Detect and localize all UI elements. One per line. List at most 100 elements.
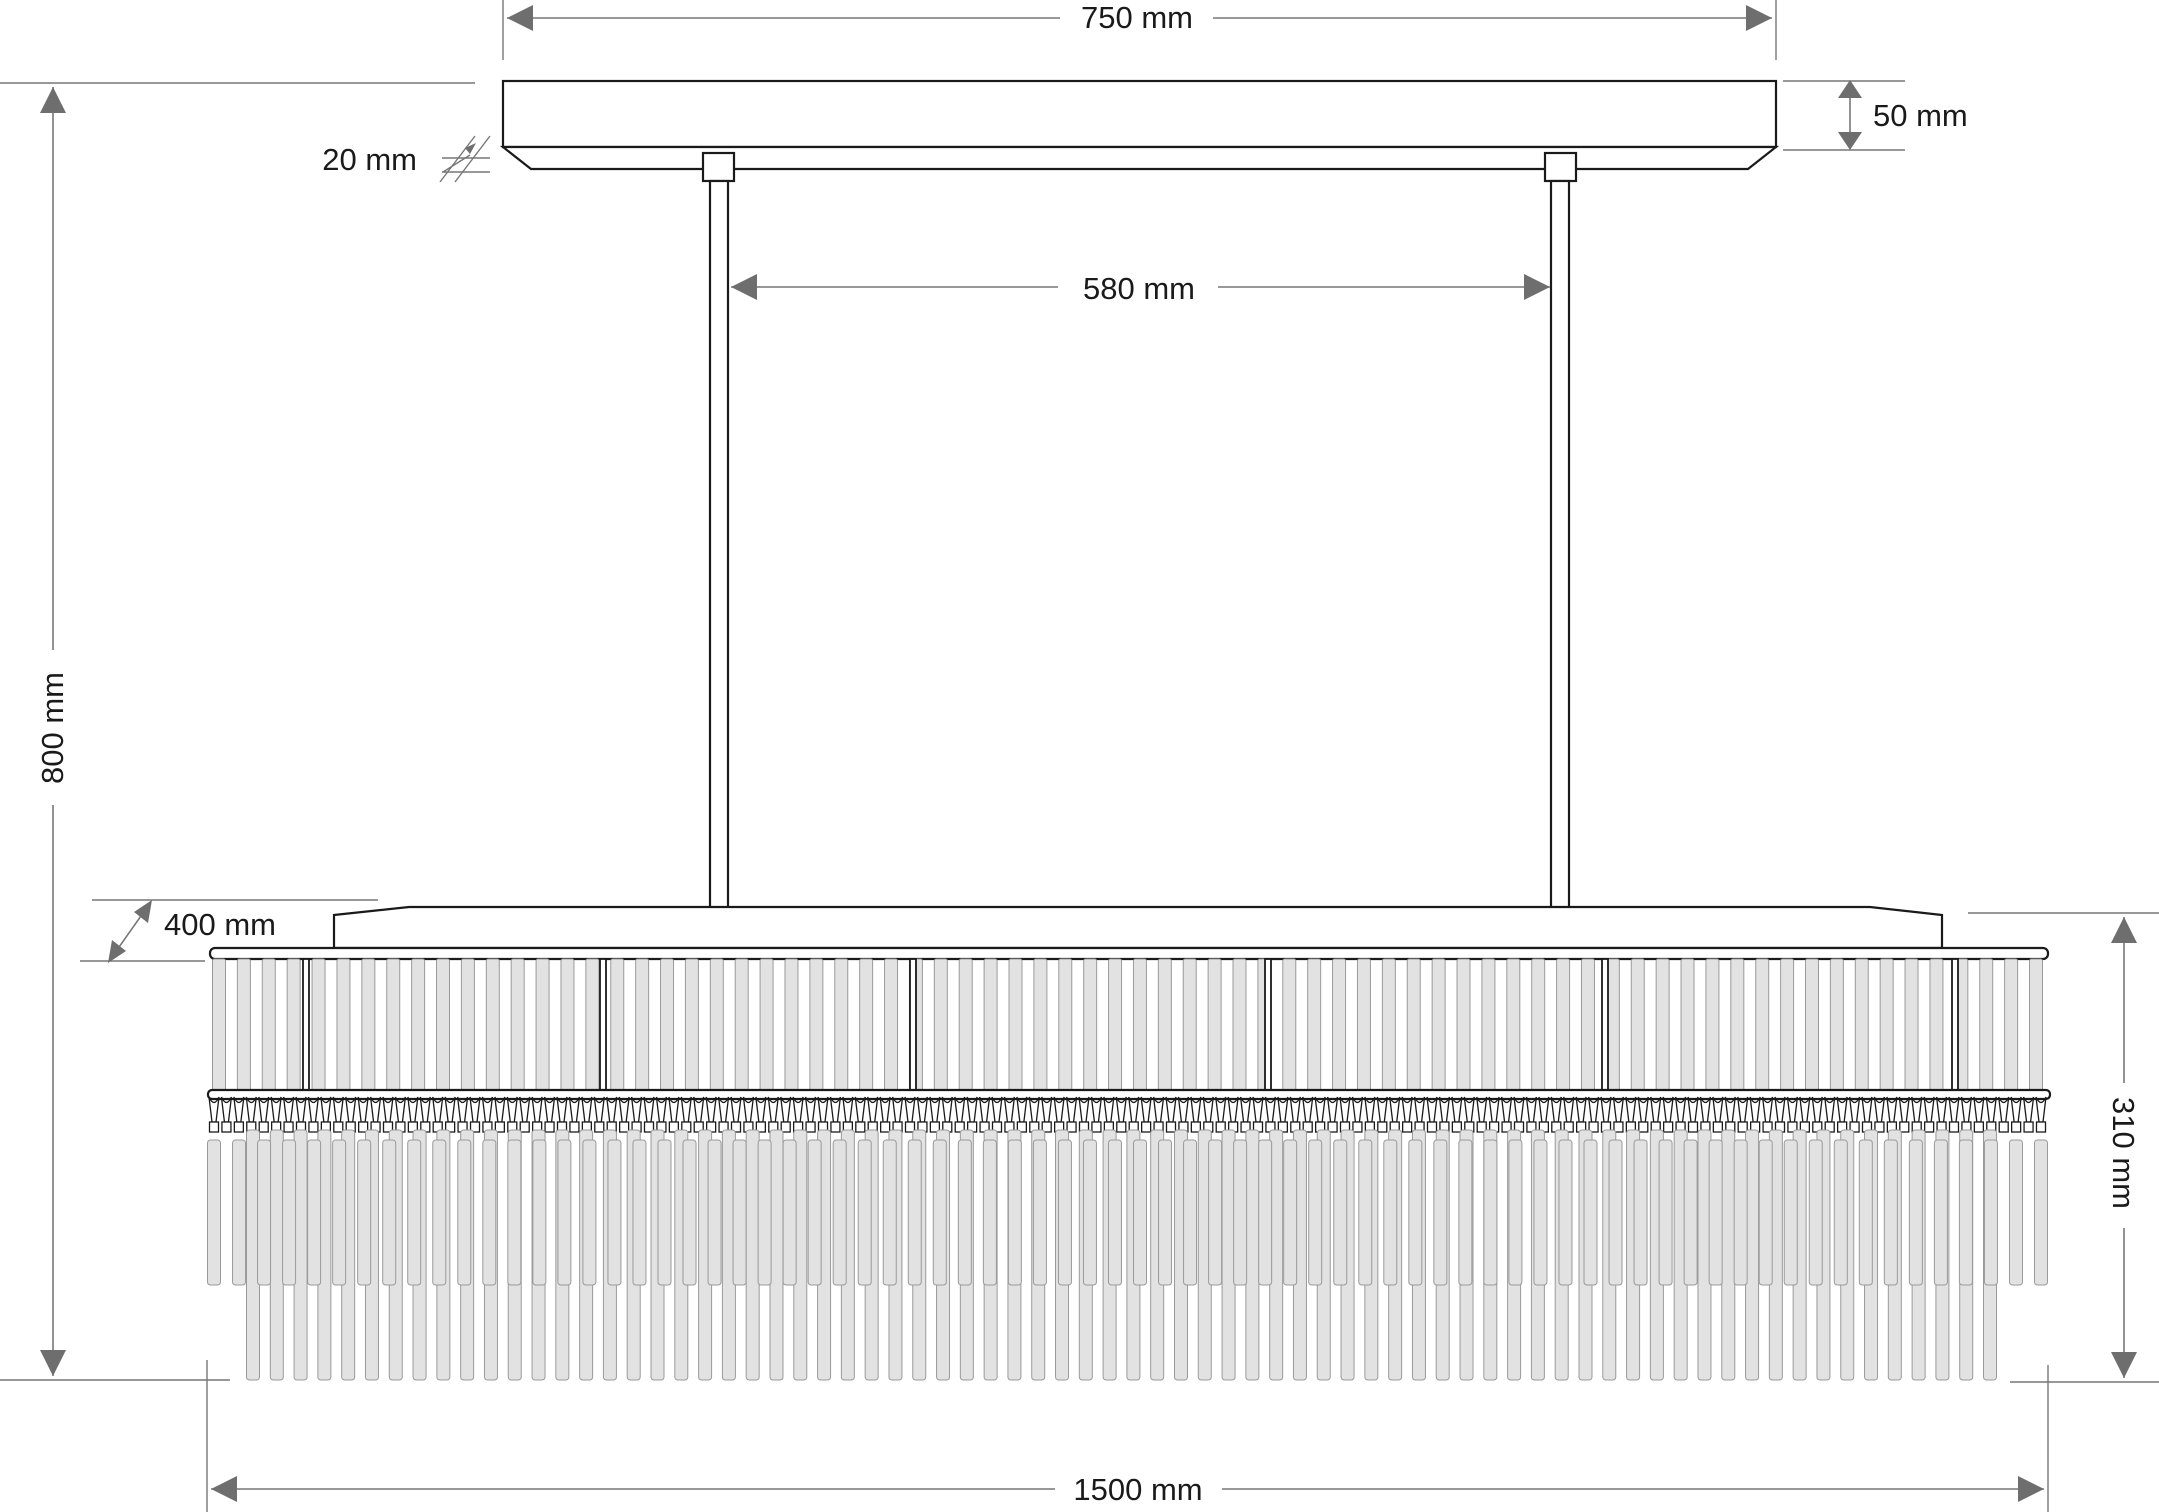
frame-post bbox=[1264, 958, 1272, 1092]
crystal-hook bbox=[1935, 1096, 1948, 1133]
hook-shape bbox=[1103, 1096, 1115, 1123]
upper-glass-rod bbox=[311, 958, 326, 1092]
hook-shape bbox=[1911, 1096, 1923, 1123]
upper-glass-rod bbox=[2004, 958, 2019, 1092]
hook-shape bbox=[556, 1096, 568, 1123]
lower-glass-rod-short bbox=[582, 1139, 597, 1286]
hook-shape bbox=[1935, 1096, 1948, 1123]
hook-shape bbox=[1289, 1096, 1301, 1123]
lower-glass-rod-short bbox=[1383, 1139, 1398, 1286]
lower-glass-rod-short bbox=[1057, 1139, 1072, 1286]
lower-glass-rod-short bbox=[1258, 1139, 1273, 1286]
hook-cap bbox=[494, 1121, 506, 1133]
hook-shape bbox=[307, 1096, 320, 1123]
crystal-hook bbox=[929, 1096, 941, 1133]
hook-cap bbox=[208, 1121, 220, 1133]
hook-shape bbox=[1239, 1096, 1252, 1123]
lower-glass-rod-short bbox=[1883, 1139, 1898, 1286]
crystal-hook bbox=[1003, 1096, 1016, 1133]
lower-glass-rod-short bbox=[1733, 1139, 1748, 1286]
crystal-hook bbox=[1438, 1096, 1451, 1133]
upper-glass-rod bbox=[1630, 958, 1645, 1092]
crystal-hook bbox=[1451, 1096, 1463, 1133]
lower-glass-rod-short bbox=[1107, 1139, 1122, 1286]
hook-cap bbox=[1998, 1121, 2009, 1133]
upper-glass-rod bbox=[1381, 958, 1396, 1092]
crystal-hook bbox=[1190, 1096, 1202, 1133]
crystal-hook bbox=[891, 1096, 904, 1133]
hook-shape bbox=[1538, 1096, 1550, 1123]
hook-shape bbox=[929, 1096, 941, 1123]
hook-shape bbox=[742, 1096, 755, 1123]
hook-shape bbox=[1028, 1096, 1040, 1123]
hook-shape bbox=[1625, 1096, 1637, 1123]
crystal-hook bbox=[1476, 1096, 1488, 1133]
lower-glass-rod-long bbox=[1721, 1129, 1736, 1381]
crystal-hook bbox=[1836, 1096, 1848, 1133]
upper-glass-rod bbox=[1232, 958, 1247, 1092]
hook-cap bbox=[1190, 1121, 1202, 1133]
crystal-hook bbox=[456, 1096, 469, 1133]
hook-shape bbox=[1848, 1096, 1861, 1123]
label-rod-spacing: 580 mm bbox=[1083, 271, 1195, 306]
lower-glass-rod-long bbox=[1245, 1129, 1260, 1381]
upper-glass-rod bbox=[660, 958, 675, 1092]
crystal-hook bbox=[1488, 1096, 1500, 1133]
hook-shape bbox=[904, 1096, 916, 1123]
lower-glass-rod-short bbox=[982, 1139, 997, 1286]
label-body-depth: 400 mm bbox=[164, 907, 276, 942]
crystal-hook bbox=[1339, 1096, 1351, 1133]
hook-shape bbox=[618, 1096, 630, 1123]
crystal-hook bbox=[2022, 1096, 2035, 1133]
upper-glass-rod bbox=[1680, 958, 1695, 1092]
upper-glass-rod bbox=[1033, 958, 1048, 1092]
crystal-hook bbox=[369, 1096, 382, 1133]
crystal-hook bbox=[345, 1096, 357, 1133]
hook-shape bbox=[1227, 1096, 1239, 1123]
hook-shape bbox=[792, 1096, 804, 1123]
upper-glass-rod bbox=[1705, 958, 1720, 1092]
hook-shape bbox=[1401, 1096, 1413, 1123]
upper-glass-rod bbox=[212, 958, 226, 1092]
upper-glass-rod bbox=[1132, 958, 1147, 1092]
hook-shape bbox=[891, 1096, 904, 1123]
hook-cap bbox=[1041, 1121, 1052, 1133]
hook-cap bbox=[1140, 1121, 1152, 1133]
lower-glass-rod-short bbox=[507, 1139, 522, 1286]
hook-shape bbox=[220, 1096, 233, 1123]
crystal-hook bbox=[717, 1096, 730, 1133]
hook-shape bbox=[1749, 1096, 1761, 1123]
lower-glass-rod-long bbox=[745, 1129, 760, 1381]
upper-glass-rod bbox=[1431, 958, 1446, 1092]
upper-glass-rod bbox=[610, 958, 625, 1092]
lower-glass-rod-short bbox=[482, 1139, 497, 1286]
crystal-hook bbox=[1401, 1096, 1413, 1133]
label-total-width: 1500 mm bbox=[1073, 1472, 1202, 1507]
hook-cap bbox=[1426, 1121, 1438, 1133]
crystal-hook bbox=[1911, 1096, 1923, 1133]
crystal-hook bbox=[332, 1096, 344, 1133]
crystal-hook bbox=[1227, 1096, 1239, 1133]
lower-glass-rod-short bbox=[882, 1139, 897, 1286]
crystal-hook bbox=[1774, 1096, 1786, 1133]
crystal-hook bbox=[1426, 1096, 1438, 1133]
hook-shape bbox=[1612, 1096, 1625, 1123]
lower-glass-rod-short bbox=[1408, 1139, 1423, 1286]
crystal-hook bbox=[1053, 1096, 1065, 1133]
crystal-hook bbox=[444, 1096, 456, 1133]
lower-glass-rod-short bbox=[2008, 1139, 2023, 1286]
crystal-hook bbox=[2010, 1096, 2022, 1133]
hook-shape bbox=[1389, 1096, 1401, 1123]
lower-glass-rod-short bbox=[232, 1139, 247, 1286]
upper-glass-rod bbox=[1730, 958, 1745, 1092]
crystal-hook bbox=[618, 1096, 630, 1133]
frame-post bbox=[302, 958, 310, 1092]
hook-shape bbox=[1861, 1096, 1873, 1123]
hook-shape bbox=[680, 1096, 692, 1123]
upper-glass-rod bbox=[535, 958, 550, 1092]
canopy-bevel bbox=[499, 145, 1780, 171]
hook-shape bbox=[842, 1096, 854, 1123]
hook-cap bbox=[643, 1121, 655, 1133]
lower-glass-rod-short bbox=[1133, 1139, 1148, 1286]
crystal-hook bbox=[506, 1096, 518, 1133]
